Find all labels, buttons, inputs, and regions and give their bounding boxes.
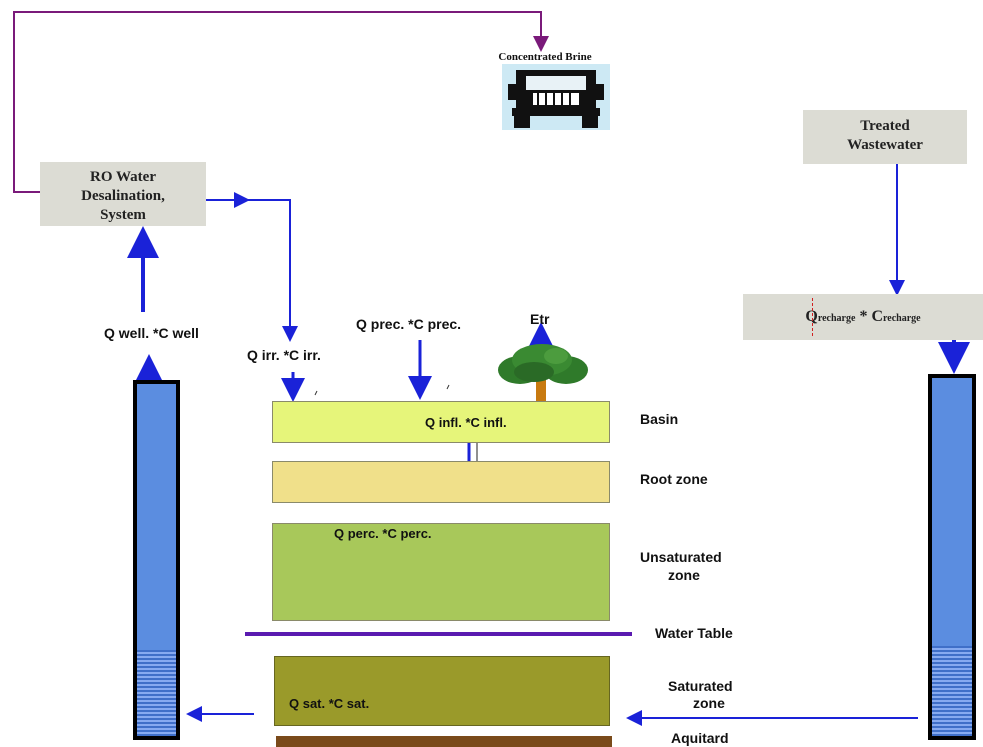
root-zone-layer [272,461,610,503]
recharge-q-sub: recharge [817,313,856,324]
recharge-c: C [871,308,883,325]
q-irr-label: Q irr. *C irr. [247,347,321,363]
truck-icon [502,64,610,130]
basin-layer [272,401,610,443]
ro-system-box: RO Water Desalination, System [40,162,206,226]
recharge-c-sub: recharge [883,313,921,324]
recharge-mult: * [855,308,872,325]
q-sat-label: Q sat. *C sat. [289,696,370,711]
treated-wastewater-box: Treated Wastewater [803,110,967,164]
pumping-well [133,380,180,740]
q-well-label: Q well. *C well [104,325,199,341]
tree-icon [494,342,592,402]
etr-label: Etr [530,311,550,327]
q-perc-label: Q perc. *C perc. [334,526,432,541]
water-table-label: Water Table [655,625,733,641]
recharge-q: Q [805,308,818,325]
unsaturated-zone-layer [272,523,610,621]
ro-line-2: Desalination, [81,188,165,204]
unsaturated-zone-label-2: zone [668,567,700,583]
basin-label: Basin [640,411,679,427]
pumping-well-screen [137,650,176,736]
q-infl-label: Q infl. *C infl. [425,415,507,430]
wastewater-line-1: Treated [860,118,910,134]
recharge-box: Qrecharge * Crecharge [743,294,983,340]
irrigation-line [246,199,298,342]
wastewater-line-2: Wastewater [847,137,923,153]
ro-line-1: RO Water [90,169,156,185]
q-prec-label: Q prec. *C prec. [356,316,462,332]
ro-line-3: System [100,207,146,223]
recharge-well-screen [932,646,972,736]
aquitard-layer [276,736,612,747]
saturated-zone-label-2: zone [693,695,725,711]
brine-line [13,11,549,193]
aquitard-label: Aquitard [671,730,729,746]
saturated-zone-label-1: Saturated [668,678,733,694]
root-zone-label: Root zone [640,471,708,487]
saturated-zone-layer [274,656,610,726]
recharge-well [928,374,976,740]
brine-label: Concentrated Brine [498,51,592,63]
unsaturated-zone-label-1: Unsaturated [640,549,722,565]
